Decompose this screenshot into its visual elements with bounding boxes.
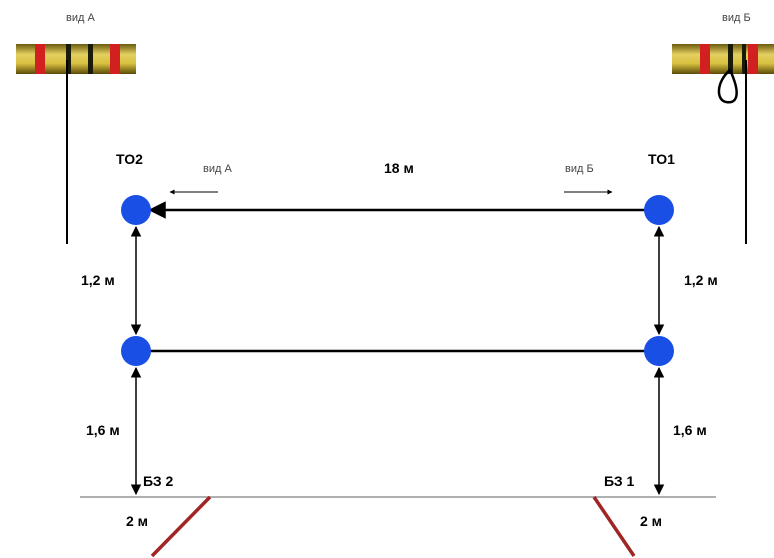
view-b-red-stripe: [748, 44, 758, 74]
dim-span-label: 18 м: [384, 160, 414, 176]
view-a-red-stripe: [35, 44, 45, 74]
view-a-dark-stripe: [66, 44, 71, 74]
label-to1: ТО1: [648, 151, 675, 167]
view-b-symbol: [672, 44, 774, 244]
label-bz1: БЗ 1: [604, 473, 635, 489]
dim-base-left-label: 2 м: [126, 513, 149, 529]
label-to2: ТО2: [116, 151, 143, 167]
node-to1: [644, 195, 674, 225]
direction-label-left: вид А: [203, 163, 232, 175]
view-b-loop: [717, 67, 738, 104]
dim-lower-left-label: 1,6 м: [86, 422, 120, 438]
dim-base-right-label: 2 м: [640, 513, 663, 529]
view-a-symbol: [16, 44, 136, 244]
view-a-dark-stripe: [88, 44, 93, 74]
dim-lower-right-label: 1,6 м: [673, 422, 707, 438]
view-b-caption: вид Б: [722, 12, 751, 24]
view-a-red-stripe: [110, 44, 120, 74]
stay-wire-left: [150, 495, 212, 558]
node-lower-left: [121, 336, 151, 366]
view-a-caption: вид А: [66, 12, 95, 24]
direction-label-right: вид Б: [565, 163, 594, 175]
view-b-band: [672, 44, 774, 74]
node-to2: [121, 195, 151, 225]
dim-upper-right-label: 1,2 м: [684, 272, 718, 288]
dim-upper-left-label: 1,2 м: [81, 272, 115, 288]
label-bz2: БЗ 2: [143, 473, 174, 489]
view-b-dark-stripe: [728, 44, 733, 74]
view-b-red-stripe: [700, 44, 710, 74]
view-b-dark-stripe: [742, 44, 746, 74]
node-lower-right: [644, 336, 674, 366]
stay-wire-right: [592, 496, 636, 557]
